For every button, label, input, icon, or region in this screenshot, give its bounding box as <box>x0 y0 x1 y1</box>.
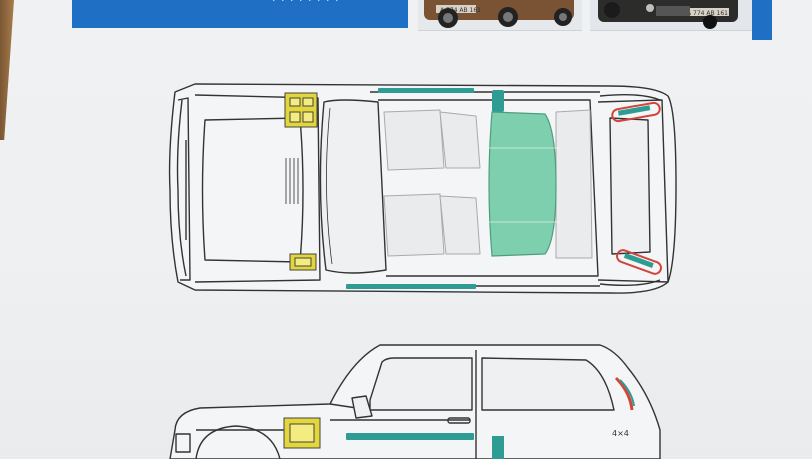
windshield-top <box>319 99 387 274</box>
yellow-component-side <box>283 417 321 449</box>
banner-text: · · · · · · · · <box>272 0 340 7</box>
car-photo-dark: А 774 АВ 161 <box>590 0 758 31</box>
badge-4x4: 4×4 <box>612 429 629 438</box>
red-marks-side <box>614 376 634 411</box>
rear-window-side <box>481 357 615 411</box>
front-window-side <box>369 357 473 411</box>
car-photo-brown: А 774 АВ 161 <box>418 0 582 31</box>
vent-lines <box>285 158 299 204</box>
plate-text: А 774 АВ 161 <box>687 10 728 17</box>
header-banner: · · · · · · · · <box>72 0 408 28</box>
rear-window-top <box>609 117 651 255</box>
plate-text: А 774 АВ 161 <box>440 7 481 14</box>
red-marks-top <box>611 101 662 275</box>
side-view <box>169 344 661 459</box>
green-panel <box>488 111 557 257</box>
yellow-component-top <box>284 92 318 271</box>
banner-edge <box>752 0 772 40</box>
teal-strips-top <box>346 88 504 289</box>
top-view <box>168 83 677 294</box>
teal-strips-side <box>346 433 504 459</box>
